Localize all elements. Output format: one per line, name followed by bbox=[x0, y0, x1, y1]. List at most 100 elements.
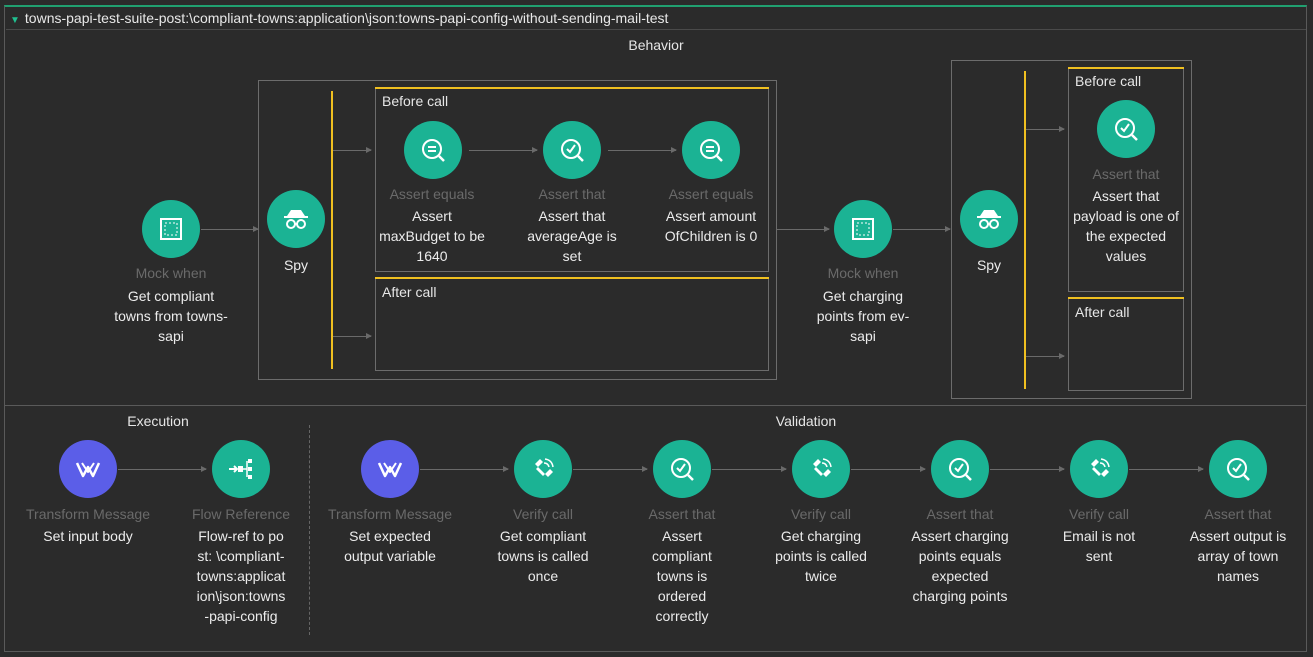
mock-when-1-node[interactable] bbox=[142, 200, 200, 258]
validation-3-name: Assert compliant towns is ordered correc… bbox=[652, 528, 712, 624]
step-1-name: Assert maxBudget to be 1640 bbox=[379, 208, 485, 264]
transform-expected-node[interactable] bbox=[361, 440, 419, 498]
execution-2-name: Flow-ref to post: \compliant-towns:appli… bbox=[196, 528, 286, 624]
assert-output-array-node[interactable] bbox=[1209, 440, 1267, 498]
spy-1-before-call: Before call bbox=[375, 87, 769, 272]
transform-message-icon bbox=[75, 462, 101, 478]
mock-icon bbox=[852, 218, 874, 240]
validation-7-type: Assert that bbox=[1204, 506, 1272, 522]
behavior-section-title: Behavior bbox=[628, 37, 684, 53]
step-1-type: Assert equals bbox=[389, 186, 475, 202]
verify-call-towns-node[interactable] bbox=[514, 440, 572, 498]
connector bbox=[1026, 126, 1065, 132]
spy-2-divider bbox=[1024, 71, 1026, 389]
validation-2-type: Verify call bbox=[513, 506, 573, 522]
assert-that-icon bbox=[1227, 458, 1250, 481]
spy-1-label: Spy bbox=[283, 257, 309, 273]
verify-call-charging-node[interactable] bbox=[792, 440, 850, 498]
flow-reference-icon bbox=[229, 459, 252, 479]
validation-7-name: Assert output is array of town names bbox=[1189, 528, 1287, 584]
step-2-type: Assert that bbox=[538, 186, 606, 202]
connector bbox=[1026, 353, 1065, 359]
assert-charging-equals-node[interactable] bbox=[931, 440, 989, 498]
test-header[interactable]: ▼ towns-papi-test-suite-post:\compliant-t… bbox=[6, 7, 1306, 30]
spy-icon bbox=[977, 210, 1001, 229]
verify-call-icon bbox=[813, 458, 832, 477]
validation-6-name: Email is not sent bbox=[1062, 528, 1136, 564]
connector bbox=[333, 333, 372, 339]
test-title: towns-papi-test-suite-post:\compliant-to… bbox=[24, 10, 669, 26]
spy-1-container bbox=[258, 80, 777, 380]
assert-equals-icon bbox=[700, 139, 723, 162]
validation-2-name: Get compliant towns is called once bbox=[497, 528, 589, 584]
assert-equals-max-budget-node[interactable] bbox=[404, 121, 462, 179]
spy-1-after-title: After call bbox=[382, 284, 437, 300]
connector bbox=[712, 466, 787, 472]
spy-icon bbox=[284, 210, 308, 229]
connector bbox=[1129, 466, 1204, 472]
connector bbox=[118, 466, 207, 472]
spy-2-node[interactable] bbox=[960, 190, 1018, 248]
mock-when-2-type: Mock when bbox=[827, 265, 899, 281]
test-suite-frame bbox=[4, 5, 1307, 652]
spy-1-node[interactable] bbox=[267, 190, 325, 248]
assert-that-icon bbox=[561, 139, 584, 162]
transform-input-node[interactable] bbox=[59, 440, 117, 498]
verify-call-email-node[interactable] bbox=[1070, 440, 1128, 498]
execution-section-title: Execution bbox=[127, 413, 189, 429]
connector bbox=[777, 226, 830, 232]
validation-3-type: Assert that bbox=[648, 506, 716, 522]
section-divider bbox=[5, 405, 1307, 406]
assert-compliant-ordered-node[interactable] bbox=[653, 440, 711, 498]
connector bbox=[851, 466, 926, 472]
spy-2-step-type: Assert that bbox=[1092, 166, 1160, 182]
spy-2-after-call: After call bbox=[1068, 297, 1184, 391]
assert-that-icon bbox=[949, 458, 972, 481]
validation-4-name: Get charging points is called twice bbox=[775, 528, 867, 584]
assert-that-icon bbox=[671, 458, 694, 481]
verify-call-icon bbox=[535, 458, 554, 477]
spy-2-after-title: After call bbox=[1075, 304, 1130, 320]
validation-section-title: Validation bbox=[775, 413, 837, 429]
execution-1-name: Set input body bbox=[43, 528, 133, 544]
connector bbox=[893, 226, 951, 232]
mock-icon bbox=[160, 218, 182, 240]
assert-that-payload-node[interactable] bbox=[1097, 100, 1155, 158]
connector bbox=[990, 466, 1065, 472]
spy-2-before-title: Before call bbox=[1075, 73, 1142, 89]
assert-equals-children-node[interactable] bbox=[682, 121, 740, 179]
transform-message-icon bbox=[377, 462, 403, 478]
connector bbox=[333, 147, 372, 153]
step-3-name: Assert amountOfChildren is 0 bbox=[664, 208, 758, 244]
spy-2-step-name: Assert that payload is one of the expect… bbox=[1073, 188, 1179, 264]
assert-that-icon bbox=[1115, 118, 1138, 141]
validation-1-type: Transform Message bbox=[328, 506, 452, 522]
mock-when-1-type: Mock when bbox=[135, 265, 207, 281]
execution-1-type: Transform Message bbox=[26, 506, 150, 522]
flow-reference-node[interactable] bbox=[212, 440, 270, 498]
validation-5-name: Assert charging points equals expected c… bbox=[911, 528, 1009, 604]
mock-when-2-node[interactable] bbox=[834, 200, 892, 258]
spy-1-before-title: Before call bbox=[382, 93, 449, 109]
execution-2-type: Flow Reference bbox=[191, 506, 291, 522]
spy-1-after-call: After call bbox=[375, 277, 769, 371]
mock-when-2-name: Get charging points from ev-sapi bbox=[816, 288, 910, 344]
connector bbox=[608, 147, 677, 153]
spy-2-container bbox=[951, 60, 1192, 399]
execution-validation-divider bbox=[309, 425, 310, 635]
assert-equals-icon bbox=[422, 139, 445, 162]
verify-call-icon bbox=[1091, 458, 1110, 477]
assert-that-average-age-node[interactable] bbox=[543, 121, 601, 179]
connector bbox=[420, 466, 509, 472]
mock-when-1-name: Get compliant towns from towns-sapi bbox=[114, 288, 228, 344]
step-2-name: Assert that averageAge is set bbox=[527, 208, 617, 264]
validation-4-type: Verify call bbox=[791, 506, 851, 522]
connector bbox=[469, 147, 538, 153]
validation-5-type: Assert that bbox=[926, 506, 994, 522]
validation-1-name: Set expected output variable bbox=[344, 528, 436, 564]
connector bbox=[573, 466, 648, 472]
spy-2-label: Spy bbox=[976, 257, 1002, 273]
collapse-triangle-icon[interactable]: ▼ bbox=[10, 15, 20, 26]
step-3-type: Assert equals bbox=[668, 186, 754, 202]
spy-2-before-call: Before call bbox=[1068, 67, 1184, 292]
